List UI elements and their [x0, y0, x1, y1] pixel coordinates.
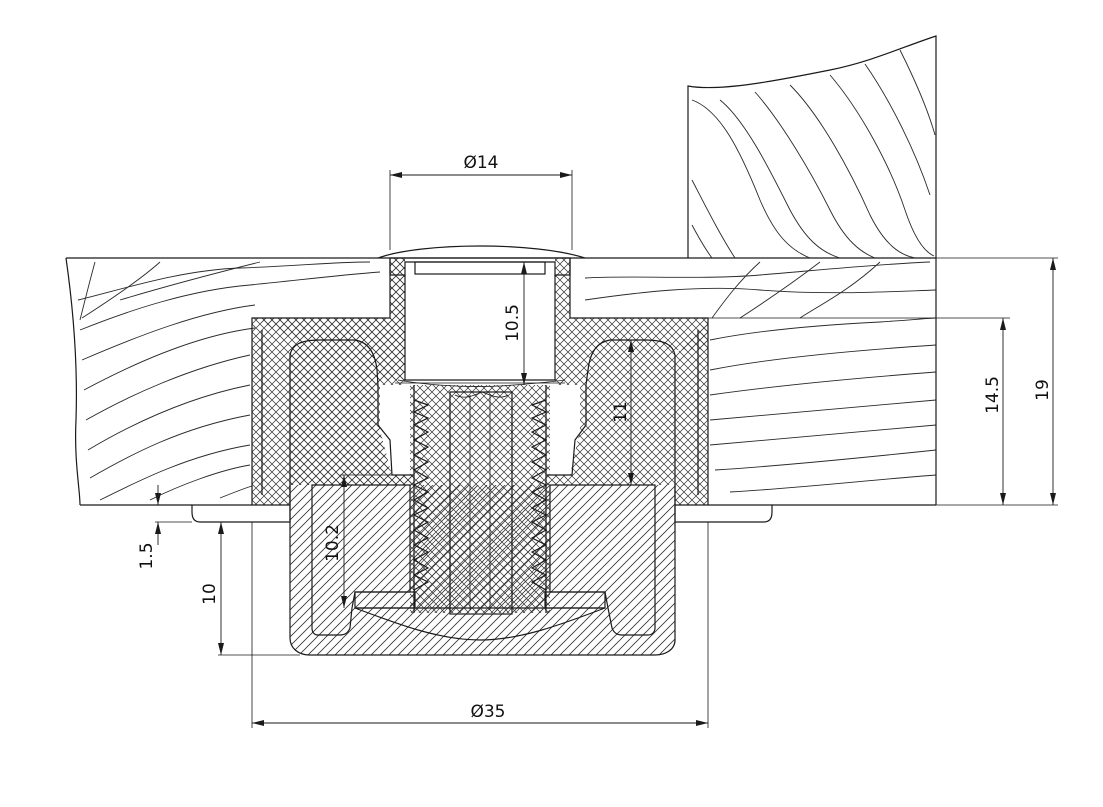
housing: [191, 258, 773, 523]
dimension-14-5: 14.5: [708, 317, 1010, 506]
dimension-label-19: 19: [1033, 379, 1053, 401]
dimension-10: 10: [200, 522, 300, 656]
dimension-label-14-5: 14.5: [983, 376, 1003, 414]
dimension-label-d35: Ø35: [470, 702, 505, 722]
dimension-label-10-2: 10.2: [323, 524, 343, 562]
dimension-label-11: 11: [611, 401, 631, 423]
dimension-1-5: 1.5: [137, 485, 192, 570]
dimension-11: 11: [611, 340, 634, 485]
dimension-d35: Ø35: [251, 522, 709, 728]
dimension-d14: Ø14: [389, 153, 573, 250]
cap: [377, 245, 586, 381]
dimension-19: 19: [936, 257, 1058, 506]
dimension-10-2: 10.2: [323, 474, 392, 608]
vertical-panel: [687, 35, 937, 505]
dimension-label-10: 10: [200, 583, 220, 605]
dimension-label-1-5: 1.5: [137, 542, 157, 569]
dimension-10-5: 10.5: [503, 262, 527, 385]
screw: [395, 379, 566, 615]
wood-board: [65, 257, 937, 506]
dimension-label-d14: Ø14: [463, 153, 498, 173]
dimension-label-10-5: 10.5: [503, 304, 523, 342]
